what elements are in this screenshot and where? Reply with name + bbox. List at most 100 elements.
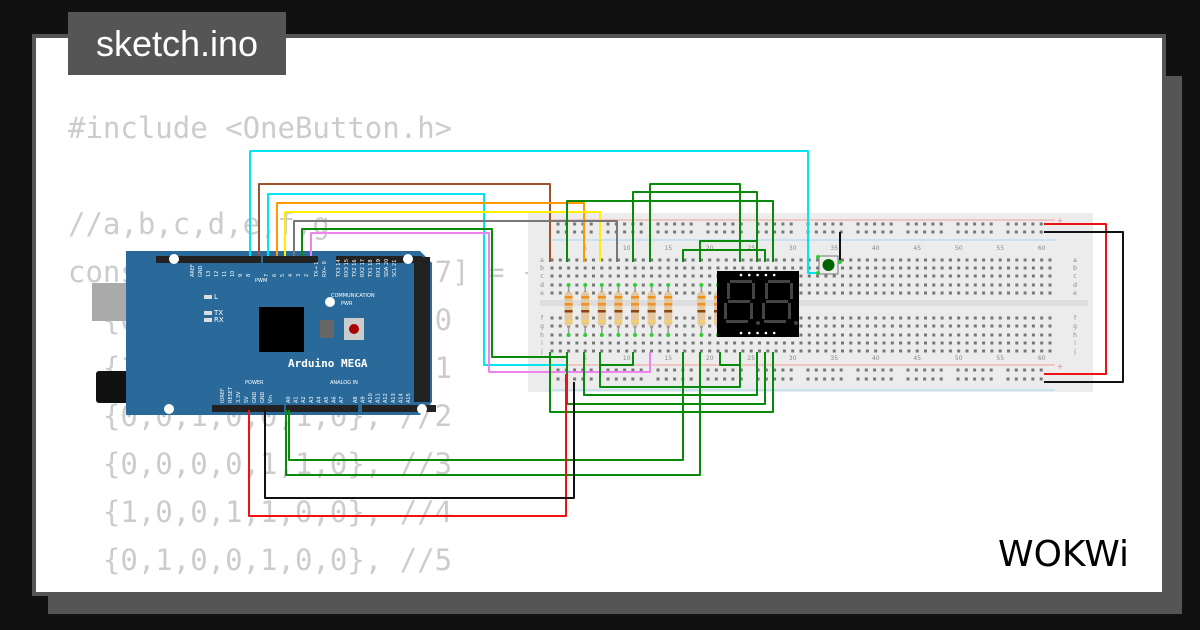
- breadboard-hole[interactable]: [841, 291, 844, 295]
- breadboard-hole[interactable]: [998, 316, 1002, 320]
- breadboard-hole[interactable]: [575, 266, 579, 270]
- breadboard-hole[interactable]: [583, 341, 587, 345]
- breadboard-hole[interactable]: [749, 266, 753, 270]
- breadboard-hole[interactable]: [1048, 324, 1052, 328]
- breadboard-hole[interactable]: [807, 258, 811, 262]
- breadboard-hole[interactable]: [857, 283, 861, 287]
- breadboard-hole[interactable]: [924, 341, 927, 345]
- breadboard-hole[interactable]: [583, 349, 587, 353]
- breadboard-hole[interactable]: [616, 258, 620, 262]
- rail-hole[interactable]: [906, 222, 910, 226]
- breadboard-hole[interactable]: [724, 341, 728, 345]
- breadboard-hole[interactable]: [990, 291, 994, 295]
- breadboard-hole[interactable]: [948, 258, 952, 262]
- breadboard-hole[interactable]: [807, 283, 811, 287]
- wire[interactable]: [719, 352, 740, 366]
- rail-hole[interactable]: [706, 368, 710, 372]
- rail-hole[interactable]: [981, 377, 985, 381]
- rail-hole[interactable]: [931, 222, 935, 226]
- rail-hole[interactable]: [664, 222, 668, 226]
- breadboard-hole[interactable]: [849, 283, 853, 287]
- breadboard-hole[interactable]: [990, 349, 994, 353]
- rail-hole[interactable]: [956, 377, 960, 381]
- wire[interactable]: [649, 183, 741, 262]
- breadboard-hole[interactable]: [625, 333, 629, 337]
- breadboard-hole[interactable]: [998, 349, 1002, 353]
- rail-hole[interactable]: [906, 368, 910, 372]
- breadboard-hole[interactable]: [965, 258, 969, 262]
- rail-hole[interactable]: [1039, 222, 1043, 226]
- breadboard-hole[interactable]: [857, 274, 861, 278]
- rail-hole[interactable]: [573, 377, 577, 381]
- breadboard-hole[interactable]: [824, 341, 828, 345]
- rail-hole[interactable]: [573, 230, 577, 234]
- breadboard-hole[interactable]: [924, 274, 927, 278]
- wire[interactable]: [285, 352, 701, 476]
- breadboard-hole[interactable]: [724, 266, 728, 270]
- breadboard-hole[interactable]: [849, 258, 853, 262]
- breadboard-hole[interactable]: [708, 316, 712, 320]
- breadboard-hole[interactable]: [865, 333, 869, 337]
- rail-hole[interactable]: [623, 377, 627, 381]
- rail-hole[interactable]: [1023, 222, 1027, 226]
- breadboard-hole[interactable]: [849, 341, 853, 345]
- breadboard-hole[interactable]: [683, 316, 687, 320]
- breadboard-hole[interactable]: [592, 283, 595, 287]
- breadboard-hole[interactable]: [973, 283, 977, 287]
- breadboard-hole[interactable]: [567, 274, 571, 278]
- rail-hole[interactable]: [973, 368, 977, 372]
- breadboard-hole[interactable]: [592, 349, 595, 353]
- breadboard-hole[interactable]: [658, 324, 662, 328]
- wire[interactable]: [310, 232, 651, 373]
- rail-hole[interactable]: [889, 368, 893, 372]
- breadboard-hole[interactable]: [865, 341, 869, 345]
- breadboard-hole[interactable]: [824, 274, 828, 278]
- rail-hole[interactable]: [931, 230, 935, 234]
- breadboard-hole[interactable]: [832, 274, 836, 278]
- breadboard-hole[interactable]: [841, 258, 844, 262]
- breadboard-hole[interactable]: [857, 258, 861, 262]
- rail-hole[interactable]: [781, 377, 785, 381]
- breadboard-hole[interactable]: [625, 341, 629, 345]
- breadboard-hole[interactable]: [650, 266, 654, 270]
- breadboard-hole[interactable]: [965, 266, 969, 270]
- breadboard-hole[interactable]: [816, 333, 820, 337]
- breadboard-hole[interactable]: [965, 333, 969, 337]
- breadboard-hole[interactable]: [650, 341, 654, 345]
- rail-hole[interactable]: [906, 377, 910, 381]
- breadboard-hole[interactable]: [608, 316, 612, 320]
- breadboard-hole[interactable]: [550, 274, 554, 278]
- rail-hole[interactable]: [956, 368, 960, 372]
- rail-hole[interactable]: [631, 368, 635, 372]
- rail-hole[interactable]: [731, 368, 735, 372]
- breadboard-hole[interactable]: [616, 266, 620, 270]
- rail-hole[interactable]: [923, 222, 927, 226]
- breadboard-hole[interactable]: [865, 274, 869, 278]
- breadboard-hole[interactable]: [641, 324, 645, 328]
- rail-hole[interactable]: [556, 230, 560, 234]
- rail-hole[interactable]: [689, 222, 693, 226]
- breadboard-hole[interactable]: [1015, 324, 1019, 328]
- breadboard-hole[interactable]: [758, 341, 761, 345]
- breadboard-hole[interactable]: [841, 349, 844, 353]
- breadboard-hole[interactable]: [982, 283, 986, 287]
- breadboard-hole[interactable]: [1048, 274, 1052, 278]
- breadboard-hole[interactable]: [558, 266, 562, 270]
- rail-hole[interactable]: [739, 368, 743, 372]
- rail-hole[interactable]: [864, 230, 868, 234]
- rail-hole[interactable]: [981, 222, 985, 226]
- rail-hole[interactable]: [581, 222, 585, 226]
- rail-hole[interactable]: [589, 230, 593, 234]
- breadboard-hole[interactable]: [592, 333, 595, 337]
- rail-hole[interactable]: [739, 222, 743, 226]
- breadboard-hole[interactable]: [807, 266, 811, 270]
- breadboard-hole[interactable]: [625, 324, 629, 328]
- breadboard-hole[interactable]: [592, 274, 595, 278]
- breadboard-hole[interactable]: [940, 291, 944, 295]
- breadboard-hole[interactable]: [899, 258, 903, 262]
- rail-hole[interactable]: [923, 368, 927, 372]
- rail-hole[interactable]: [606, 222, 610, 226]
- breadboard-hole[interactable]: [608, 283, 612, 287]
- rail-hole[interactable]: [781, 230, 785, 234]
- breadboard-hole[interactable]: [957, 349, 961, 353]
